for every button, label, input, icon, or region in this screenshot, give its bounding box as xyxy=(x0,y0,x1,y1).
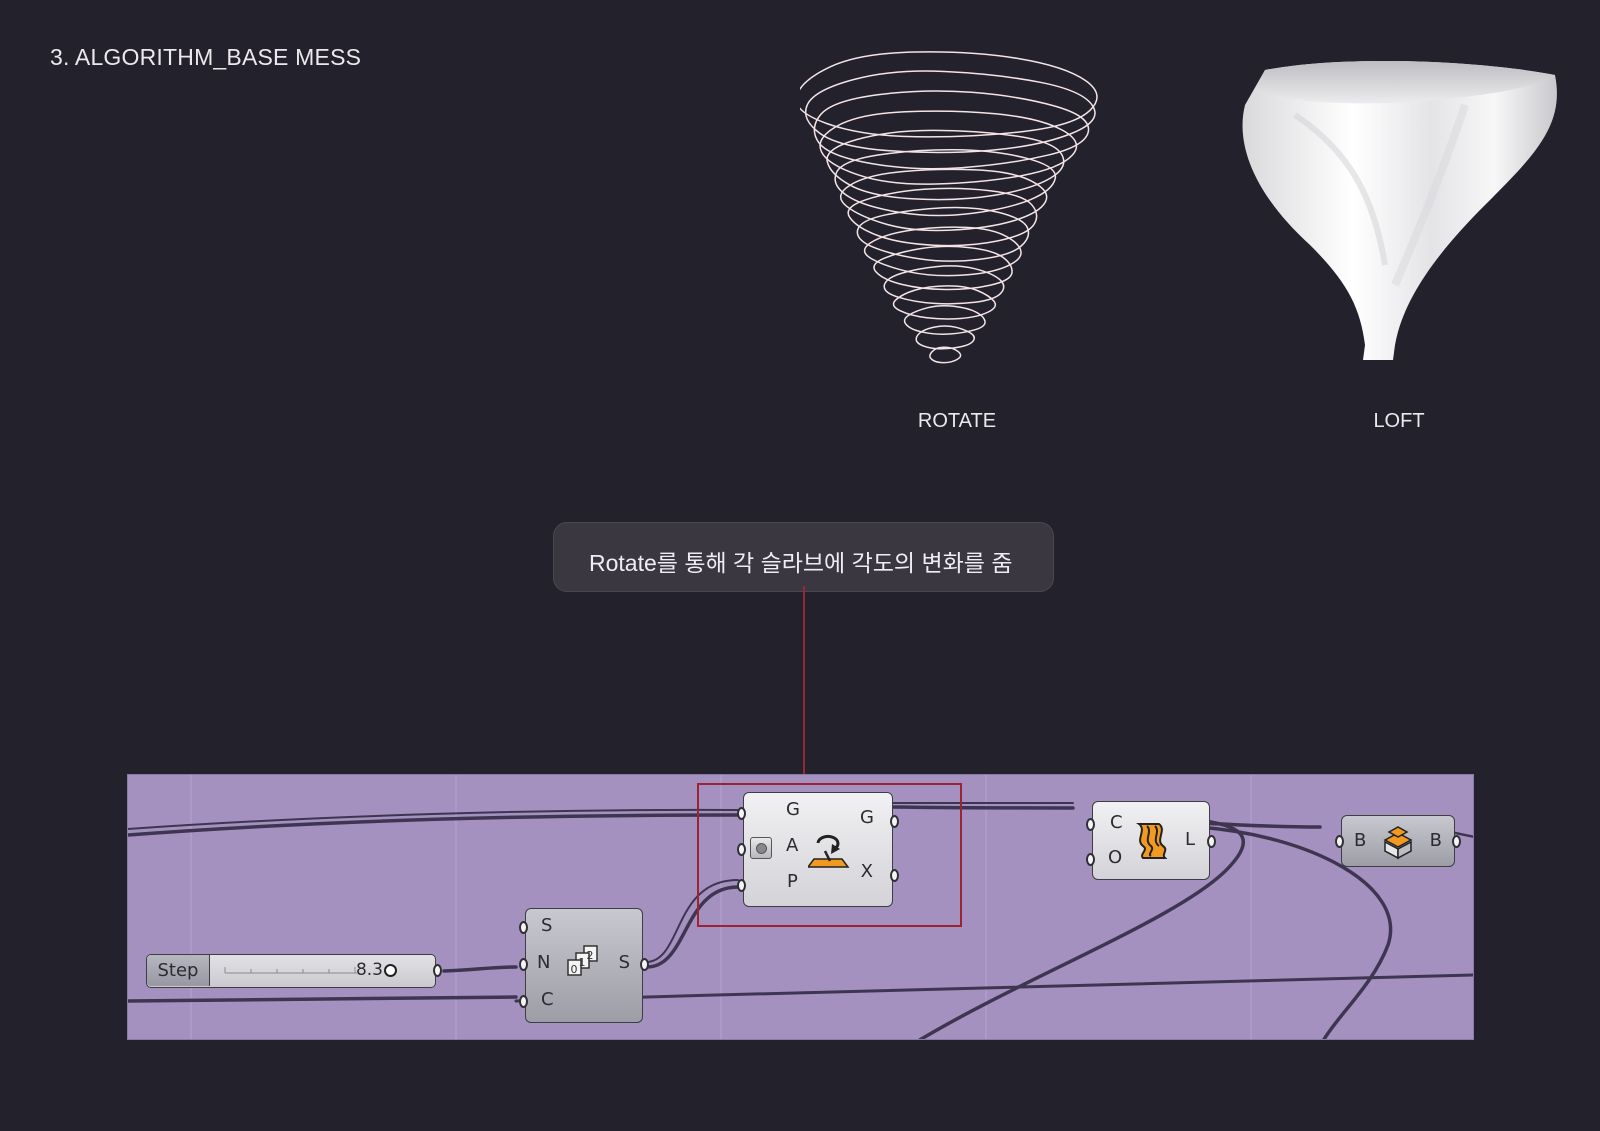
rotate-output-g: G xyxy=(860,807,874,828)
rotate-icon xyxy=(808,834,850,868)
rotate-component[interactable]: G A P G X xyxy=(737,792,899,907)
annotation-leader-line xyxy=(803,586,805,782)
loft-surface-render xyxy=(1242,60,1557,361)
contour-ring xyxy=(819,110,1078,185)
loft-port-c[interactable] xyxy=(1086,818,1095,831)
rotate-port-out-g[interactable] xyxy=(890,815,899,828)
contour-ring xyxy=(863,226,1022,277)
contour-ring xyxy=(929,346,962,364)
series-port-c[interactable] xyxy=(519,995,528,1008)
series-port-out[interactable] xyxy=(640,958,649,971)
series-port-s[interactable] xyxy=(519,921,528,934)
wire-layer xyxy=(128,775,1473,1039)
rotate-port-a[interactable] xyxy=(737,843,746,856)
cap-holes-icon xyxy=(1383,826,1413,860)
slider-output-port[interactable] xyxy=(433,964,442,977)
loft-caption: LOFT xyxy=(1373,410,1425,432)
rotate-input-a: A xyxy=(786,835,799,856)
annotation-bubble: Rotate를 통해 각 슬라브에 각도의 변화를 줌 xyxy=(553,522,1054,592)
wire-geometry-in xyxy=(128,813,740,837)
wire-series-to-angle xyxy=(645,885,740,969)
series-input-s: S xyxy=(541,915,553,936)
contour-ring xyxy=(826,129,1065,201)
page-title: 3. ALGORITHM_BASE MESS xyxy=(50,44,362,70)
svg-text:2: 2 xyxy=(587,949,594,962)
svg-text:0: 0 xyxy=(571,963,578,976)
cap-input-b: B xyxy=(1354,830,1367,851)
rotate-output-x: X xyxy=(860,861,873,882)
cap-port-out[interactable] xyxy=(1452,835,1461,848)
loft-output-l: L xyxy=(1184,829,1195,850)
contour-ring xyxy=(840,168,1048,232)
wire-slider-to-series xyxy=(442,965,518,973)
loft-component[interactable]: C O L xyxy=(1086,801,1216,880)
annotation-text: Rotate를 통해 각 슬라브에 각도의 변화를 줌 xyxy=(589,550,1013,576)
step-slider[interactable]: Step 8.3 xyxy=(146,954,442,988)
wire-count-in xyxy=(128,995,518,1003)
rotate-contour-render xyxy=(800,51,1098,364)
rotate-input-g: G xyxy=(786,799,800,820)
series-input-n: N xyxy=(537,952,551,973)
selection-highlight xyxy=(697,783,962,927)
rotate-port-p[interactable] xyxy=(737,879,746,892)
slider-grip[interactable] xyxy=(384,964,397,977)
loft-icon xyxy=(1136,823,1168,859)
slider-track[interactable] xyxy=(217,961,367,983)
cap-port-in[interactable] xyxy=(1335,835,1344,848)
contour-ring xyxy=(804,70,1096,154)
series-port-n[interactable] xyxy=(519,958,528,971)
series-output-s: S xyxy=(618,952,630,973)
cap-output-b: B xyxy=(1429,830,1442,851)
cap-holes-component[interactable]: B B xyxy=(1335,815,1461,867)
loft-input-o: O xyxy=(1108,847,1123,868)
slider-label: Step xyxy=(147,955,210,986)
loft-port-o[interactable] xyxy=(1086,853,1095,866)
rotate-port-g[interactable] xyxy=(737,807,746,820)
rotate-port-out-x[interactable] xyxy=(890,869,899,882)
series-component[interactable]: S N C S 0 1 2 xyxy=(519,908,649,1023)
loft-input-c: C xyxy=(1110,812,1123,833)
slider-value: 8.3 xyxy=(355,960,383,980)
contour-ring xyxy=(903,304,986,335)
degrees-toggle-icon[interactable] xyxy=(750,837,772,859)
contour-ring xyxy=(883,265,1005,305)
series-icon: 0 1 2 xyxy=(567,945,598,976)
contour-ring xyxy=(813,90,1090,170)
loft-port-out[interactable] xyxy=(1207,835,1216,848)
wire-rotate-to-loft xyxy=(891,805,1075,810)
contour-ring xyxy=(915,325,975,350)
series-input-c: C xyxy=(541,989,554,1010)
rotate-input-p: P xyxy=(787,871,798,892)
svg-text:1: 1 xyxy=(579,956,586,969)
contour-ring xyxy=(800,51,1098,138)
contour-ring xyxy=(892,285,997,320)
rotate-caption: ROTATE xyxy=(917,410,997,432)
contour-ring xyxy=(856,206,1030,262)
contour-ring xyxy=(834,149,1057,217)
